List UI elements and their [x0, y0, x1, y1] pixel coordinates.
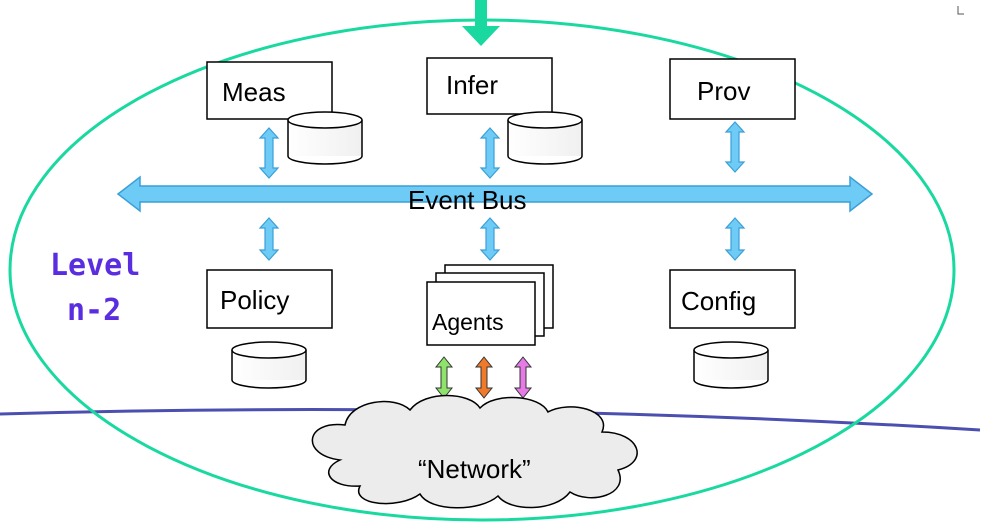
connector-policy — [258, 217, 280, 261]
level-label-line1: Level — [50, 248, 140, 283]
level-label-line2: n-2 — [67, 293, 121, 328]
connector-config — [724, 217, 746, 261]
agents-stack — [426, 264, 554, 346]
agent-arrow-green — [434, 356, 454, 399]
network-cloud — [311, 394, 638, 509]
connector-prov — [724, 121, 746, 173]
network-label: “Network” — [418, 454, 531, 484]
agent-arrow-magenta — [513, 356, 533, 399]
policy-database-icon — [231, 341, 307, 389]
config-label: Config — [681, 286, 756, 316]
prov-label: Prov — [697, 76, 750, 106]
policy-box — [206, 269, 333, 329]
connector-infer — [479, 127, 501, 179]
prov-box — [669, 58, 796, 120]
infer-database-icon — [507, 111, 583, 165]
connector-meas — [258, 127, 280, 179]
policy-label: Policy — [220, 285, 289, 315]
infer-label: Infer — [446, 70, 498, 100]
config-database-icon — [693, 341, 769, 389]
config-box — [669, 269, 796, 329]
agent-arrow-orange — [474, 356, 494, 399]
infer-box — [426, 57, 553, 115]
inflow-arrow — [462, 0, 500, 46]
event-bus-label: Event Bus — [408, 185, 527, 215]
corner-mark — [957, 6, 964, 15]
meas-database-icon — [287, 111, 363, 165]
event-bus-arrow — [116, 175, 874, 213]
agents-label: Agents — [432, 309, 504, 335]
meas-box — [206, 61, 333, 120]
meas-label: Meas — [222, 77, 286, 107]
connector-agents — [479, 217, 501, 261]
